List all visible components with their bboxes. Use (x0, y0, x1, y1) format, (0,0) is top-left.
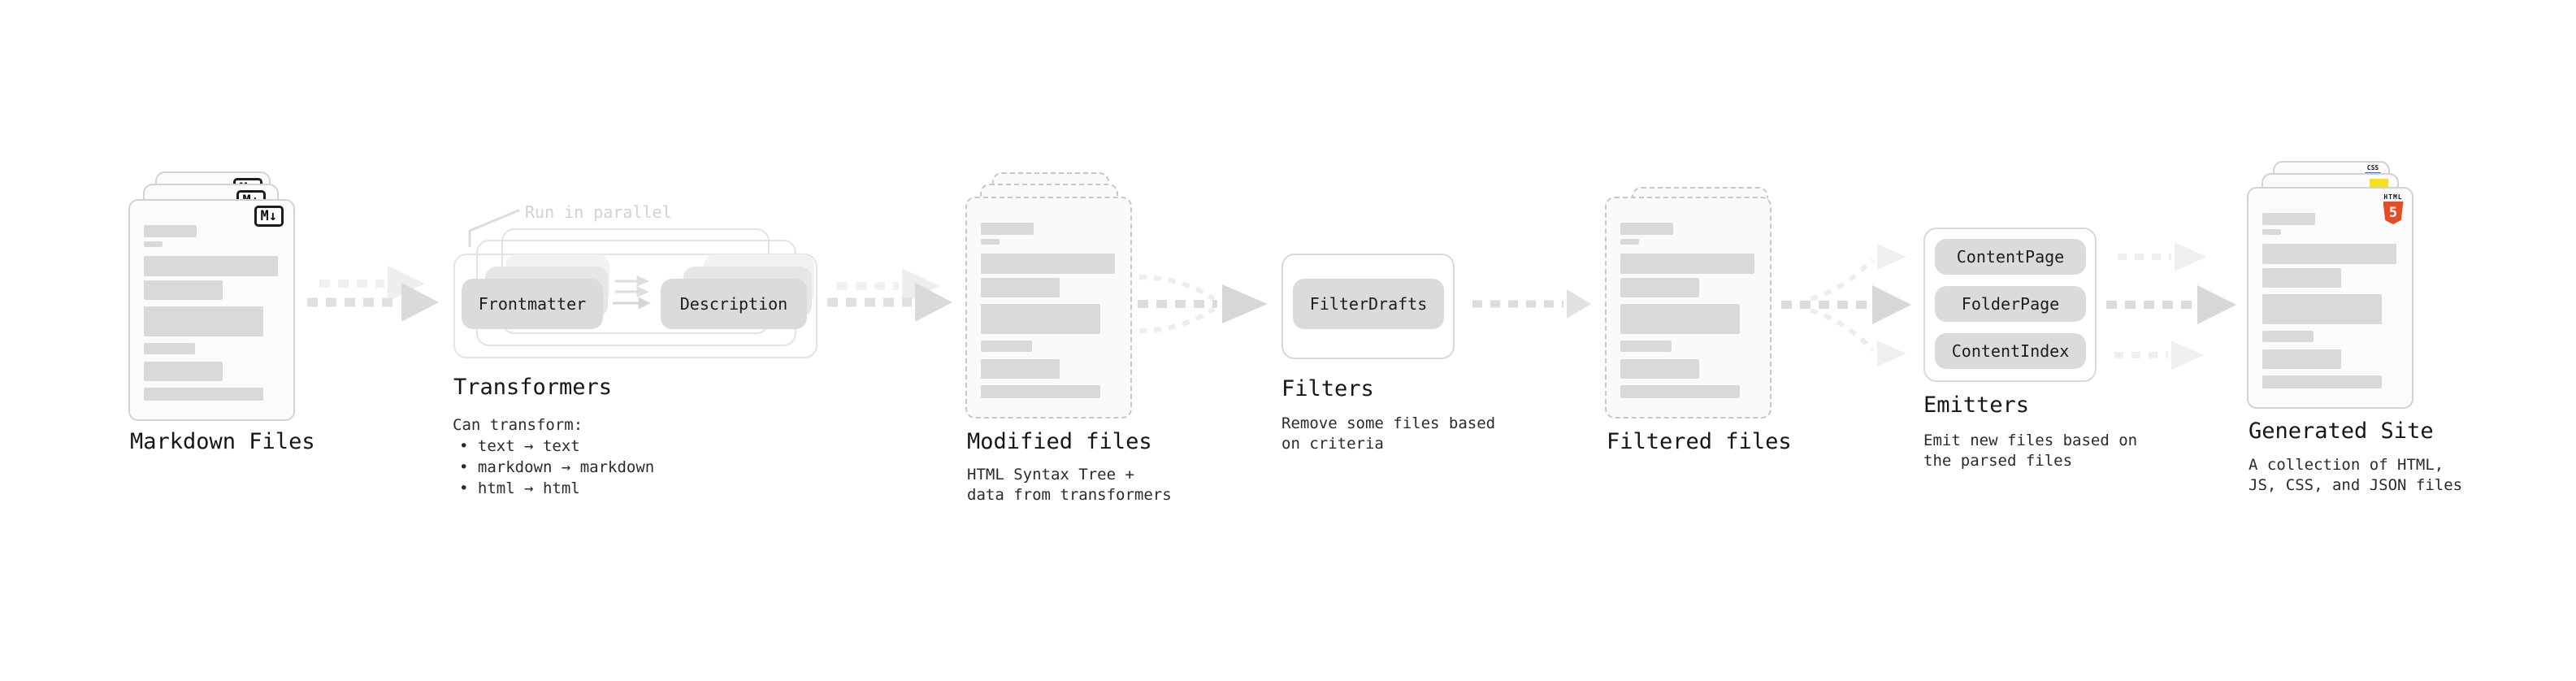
arrow-emitters-to-generated-top (2118, 242, 2207, 271)
placeholder-bar (981, 340, 1032, 352)
stage-label-modified-files: Modified files (967, 429, 1152, 454)
placeholder-bar (1620, 359, 1699, 379)
filters-panel: FilterDrafts (1281, 254, 1455, 359)
stage-label-generated-site: Generated Site (2249, 419, 2434, 444)
placeholder-bar (144, 225, 197, 237)
placeholder-bar (1620, 340, 1672, 352)
generated-site-desc: A collection of HTML, (2249, 456, 2444, 474)
stage-label-filtered-files: Filtered files (1607, 429, 1792, 454)
html5-icon: HTML 5 (2383, 193, 2404, 224)
filter-drafts-chip: FilterDrafts (1293, 279, 1444, 329)
stage-title-transformers: Transformers (453, 375, 613, 400)
stage-title-filters: Filters (1281, 376, 1374, 401)
content-index-chip: ContentIndex (1935, 333, 2086, 369)
placeholder-bar (1620, 223, 1673, 235)
placeholder-bar (1620, 385, 1740, 398)
placeholder-bar (144, 280, 223, 300)
emitters-desc: the parsed files (1923, 452, 2073, 470)
transformers-bullet: • markdown → markdown (459, 458, 655, 476)
transformers-frame-front (453, 254, 817, 358)
placeholder-bar (981, 254, 1115, 274)
emitters-panel: ContentPage FolderPage ContentIndex (1923, 228, 2097, 382)
placeholder-bar (1620, 304, 1740, 334)
placeholder-bar (981, 239, 1000, 245)
document-card: HTML 5 (2247, 187, 2413, 409)
document-card: M↓ (128, 199, 295, 421)
emitters-desc: Emit new files based on (1923, 432, 2138, 449)
stage-title-emitters: Emitters (1923, 393, 2030, 418)
placeholder-bar (981, 304, 1100, 334)
placeholder-bar (2262, 294, 2382, 324)
placeholder-bar (2262, 331, 2314, 342)
arrow-markdown-to-transformers-echo (319, 266, 425, 301)
placeholder-bar (981, 223, 1034, 235)
placeholder-bar (981, 278, 1060, 297)
filters-desc: Remove some files based (1281, 414, 1496, 432)
placeholder-bar (144, 388, 263, 401)
placeholder-bar (981, 385, 1100, 398)
arrow-emitters-to-generated-bottom (2114, 340, 2204, 370)
placeholder-bar (144, 306, 263, 336)
filters-desc: on criteria (1281, 435, 1384, 453)
transformers-subtitle: Can transform: (453, 416, 583, 434)
stage-label-markdown-files: Markdown Files (130, 429, 315, 454)
placeholder-bar (2262, 213, 2315, 225)
transformers-bullet: • text → text (459, 437, 580, 455)
placeholder-bar (144, 241, 163, 247)
markdown-icon: M↓ (254, 206, 284, 227)
modified-files-desc: data from transformers (967, 486, 1172, 504)
placeholder-bar (2262, 244, 2396, 264)
document-card (1605, 197, 1772, 419)
transformers-bullet: • html → html (459, 479, 580, 497)
placeholder-bar (2262, 229, 2281, 235)
placeholder-bar (981, 359, 1060, 379)
folder-page-chip: FolderPage (1935, 286, 2086, 322)
placeholder-bar (2262, 375, 2382, 388)
placeholder-bar (1620, 278, 1699, 297)
js-icon (2370, 179, 2388, 189)
document-card (965, 197, 1132, 419)
placeholder-bar (144, 343, 195, 354)
arrow-emitters-to-generated-middle (2106, 285, 2236, 324)
arrow-modified-to-filters (1138, 275, 1268, 333)
arrow-transformers-to-modified-echo (837, 268, 939, 304)
modified-files-desc: HTML Syntax Tree + (967, 466, 1134, 484)
generated-site-desc: JS, CSS, and JSON files (2249, 476, 2463, 494)
arrow-markdown-to-transformers (307, 283, 439, 322)
placeholder-bar (144, 256, 278, 276)
placeholder-bar (1620, 254, 1754, 274)
placeholder-bar (2262, 268, 2341, 288)
frontmatter-transformer-chip: Frontmatter (462, 279, 603, 329)
arrow-filters-to-filtered (1472, 289, 1591, 319)
placeholder-bar (144, 362, 223, 381)
arrow-filtered-to-emitters (1781, 244, 1911, 367)
run-in-parallel-note: Run in parallel (525, 202, 672, 222)
description-transformer-chip: Description (661, 279, 807, 329)
arrow-transformers-to-modified (827, 283, 952, 322)
content-page-chip: ContentPage (1935, 239, 2086, 275)
placeholder-bar (1620, 239, 1639, 245)
placeholder-bar (2262, 349, 2341, 369)
